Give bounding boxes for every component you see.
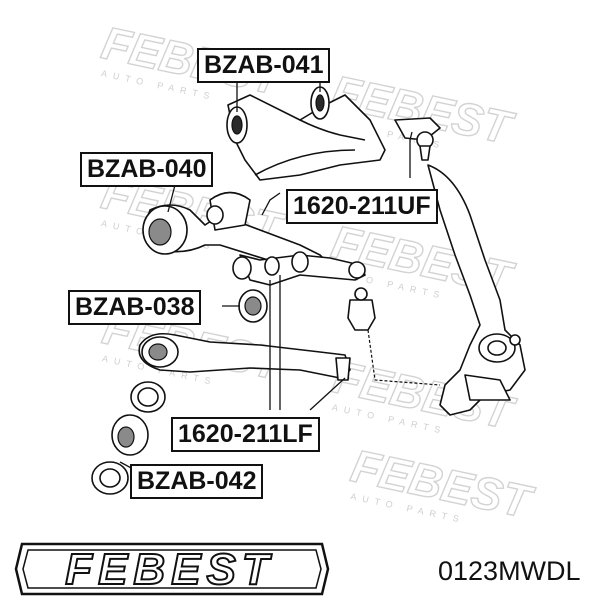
label-1620-211uf: 1620-211UF — [286, 189, 438, 224]
lower-front-arm — [232, 251, 366, 286]
part-code: 0123MWDL — [438, 556, 581, 586]
lower-control-arm — [138, 332, 351, 381]
label-bzab-041: BZAB-041 — [197, 48, 331, 83]
leader-lines — [119, 82, 441, 471]
bushing-bzab-042 — [91, 381, 166, 495]
upper-control-arm — [226, 86, 441, 181]
label-1620-211lf: 1620-211LF — [171, 417, 320, 452]
label-bzab-040: BZAB-040 — [80, 152, 214, 187]
label-bzab-042: BZAB-042 — [130, 464, 264, 499]
logo-banner — [14, 542, 330, 596]
bushing-bzab-038 — [238, 289, 268, 323]
febest-logo: FEBEST — [64, 544, 275, 595]
steering-knuckle — [427, 164, 526, 416]
label-bzab-038: BZAB-038 — [68, 290, 202, 325]
lower-ball-joint — [347, 287, 376, 331]
